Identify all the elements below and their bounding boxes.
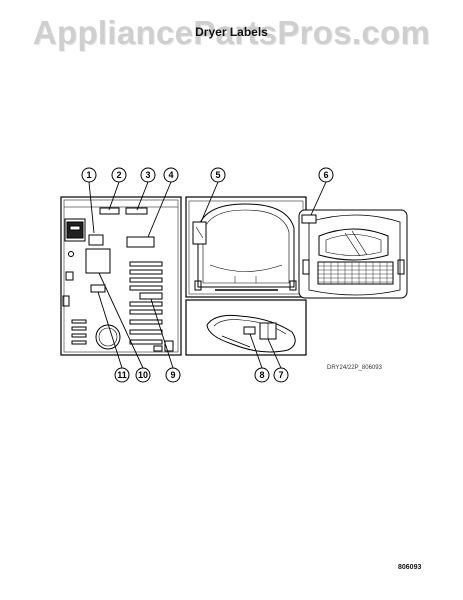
dryer-rear-panel (60, 196, 182, 356)
callout-circle-2 (111, 167, 127, 183)
callout-1: 1 (86, 170, 91, 180)
label-3 (125, 207, 148, 215)
drum-opening (197, 203, 295, 288)
callout-circle-10 (135, 367, 151, 383)
rear-lower-vents (71, 319, 87, 345)
callout-circle-4 (163, 167, 179, 183)
callout-circle-7 (273, 367, 289, 383)
label-1 (88, 234, 104, 246)
callout-6: 6 (323, 170, 328, 180)
callout-3: 3 (145, 170, 150, 180)
callout-circle-6 (318, 167, 334, 183)
callout-7: 7 (278, 370, 283, 380)
label-10 (85, 248, 111, 274)
callout-9: 9 (170, 370, 175, 380)
lint-filter (317, 261, 394, 285)
label-6 (301, 214, 317, 224)
callout-4: 4 (168, 170, 173, 180)
callout-circle-8 (254, 367, 270, 383)
label-11 (90, 284, 106, 293)
callout-11: 11 (117, 370, 127, 380)
exhaust-outlet (95, 324, 121, 350)
callout-leaders (88, 181, 327, 369)
diagram-title: Dryer Labels (195, 25, 268, 39)
callout-5: 5 (215, 170, 220, 180)
dryer-front-panel (185, 196, 307, 298)
watermark-logo: AppliancePartsPros.com (32, 14, 431, 51)
callout-circle-3 (140, 167, 156, 183)
lower-front-panel (185, 299, 307, 356)
rear-vents (129, 261, 163, 345)
label-8 (243, 326, 256, 335)
callout-circle-11 (114, 367, 130, 383)
page-number: 806093 (398, 564, 422, 571)
label-4 (126, 236, 155, 248)
figure-code: DRY24/22P_806093 (327, 365, 382, 371)
callout-2: 2 (116, 170, 121, 180)
callout-8: 8 (259, 370, 264, 380)
label-9 (139, 292, 163, 300)
callout-10: 10 (138, 370, 148, 380)
callout-circle-5 (210, 167, 226, 183)
callout-circle-9 (165, 367, 181, 383)
callout-circle-1 (81, 167, 97, 183)
